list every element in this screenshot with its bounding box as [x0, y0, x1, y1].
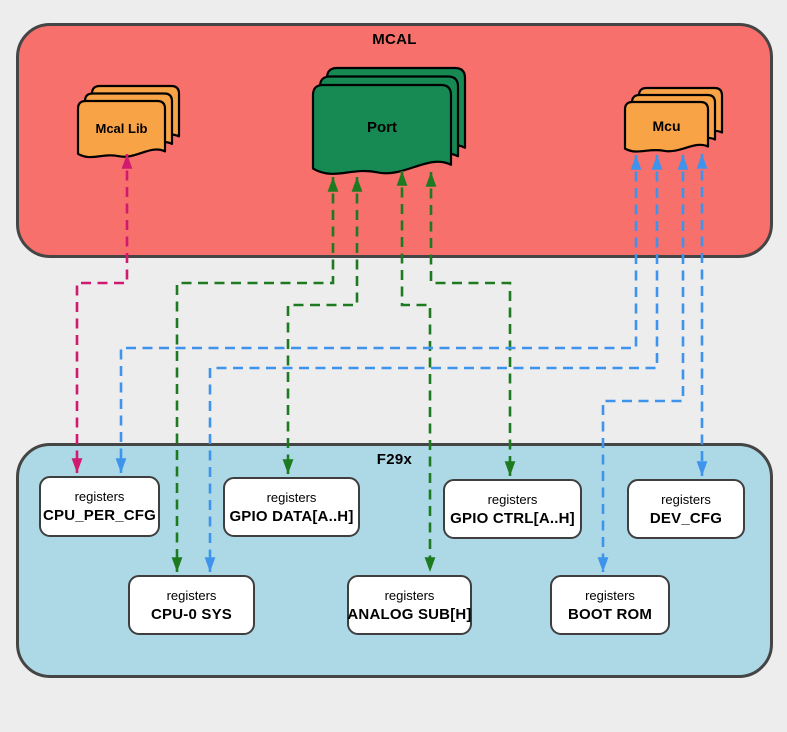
multi-document-icon — [623, 86, 724, 153]
f29x-title: F29x — [376, 451, 413, 468]
register-name-analog-sub: ANALOG SUB[H] — [347, 605, 472, 623]
multi-document-icon — [311, 66, 467, 175]
register-name-cpu-per-cfg: CPU_PER_CFG — [42, 507, 157, 524]
mcal-title: MCAL — [372, 31, 417, 48]
register-name-cpu0-sys: CPU-0 SYS — [151, 605, 232, 623]
doc-stack-mcu: Mcu — [623, 86, 724, 155]
registers-caption: registers — [384, 587, 435, 603]
registers-caption: registers — [166, 587, 217, 603]
register-name-boot-rom: BOOT ROM — [567, 605, 653, 623]
registers-caption: registers — [661, 491, 711, 507]
registers-caption: registers — [585, 587, 635, 603]
registers-caption: registers — [266, 489, 317, 505]
register-name-gpio-data: GPIO DATA[A..H] — [229, 507, 354, 525]
doc-stack-mcal-lib: Mcal Lib — [76, 84, 181, 161]
register-name-dev-cfg: DEV_CFG — [649, 509, 723, 527]
registers-caption: registers — [487, 491, 538, 507]
register-name-gpio-ctrl: GPIO CTRL[A..H] — [450, 509, 575, 527]
registers-caption: registers — [74, 489, 125, 504]
doc-stack-port: Port — [311, 66, 467, 180]
multi-document-icon — [76, 84, 181, 159]
